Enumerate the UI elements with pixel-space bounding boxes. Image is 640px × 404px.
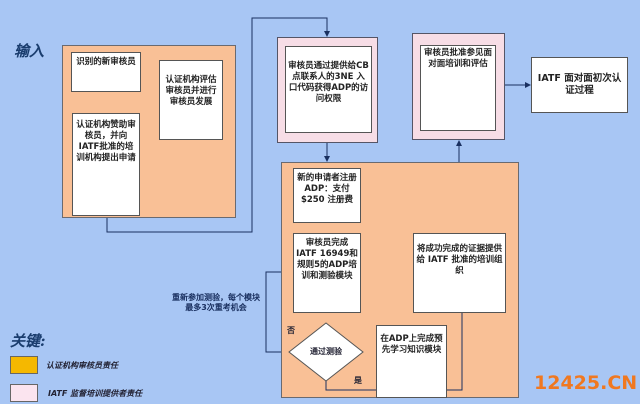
watermark: 12425.CN xyxy=(534,372,638,394)
no-label: 否 xyxy=(287,326,295,335)
input-label: 输入 xyxy=(14,42,45,60)
legend-label-auditor: 认证机构审核员责任 xyxy=(46,361,118,370)
identify-box: 识别的新审核员 xyxy=(71,52,141,92)
sponsor-box: 认证机构赞助审核员，并向IATF批准的培训机构提出申请 xyxy=(72,113,140,216)
complete-modules-box: 审核员完成IATF 16949和规则5的ADP培训和测验模块 xyxy=(293,233,361,313)
legend-title: 关键: xyxy=(10,332,46,350)
legend-swatch-auditor xyxy=(10,356,38,374)
prelearn-box: 在ADP上完成预先学习知识模块 xyxy=(376,325,447,398)
access-box: 审核员通过提供给CB点联系人的3NE 入口代码获得ADP的访问权限 xyxy=(285,46,372,133)
register-box: 新的申请者注册ADP：支付$250 注册费 xyxy=(293,168,361,223)
decision-label: 通过测验 xyxy=(310,347,342,356)
legend-label-iatf: IATF 监督培训提供者责任 xyxy=(48,389,143,398)
legend-swatch-iatf xyxy=(10,384,38,402)
evidence-box: 将成功完成的证据提供给 IATF 批准的培训组织 xyxy=(413,233,506,313)
iatf-process-box: IATF 面对面初次认证过程 xyxy=(531,57,628,113)
approve-box: 审核员批准参见面对面培训和评估 xyxy=(420,45,496,131)
evaluate-box: 认证机构评估审核员并进行审核员发展 xyxy=(159,60,223,140)
yes-label: 是 xyxy=(354,376,362,385)
retake-note: 重新参加测验，每个模块最多3次重考机会 xyxy=(172,293,260,313)
